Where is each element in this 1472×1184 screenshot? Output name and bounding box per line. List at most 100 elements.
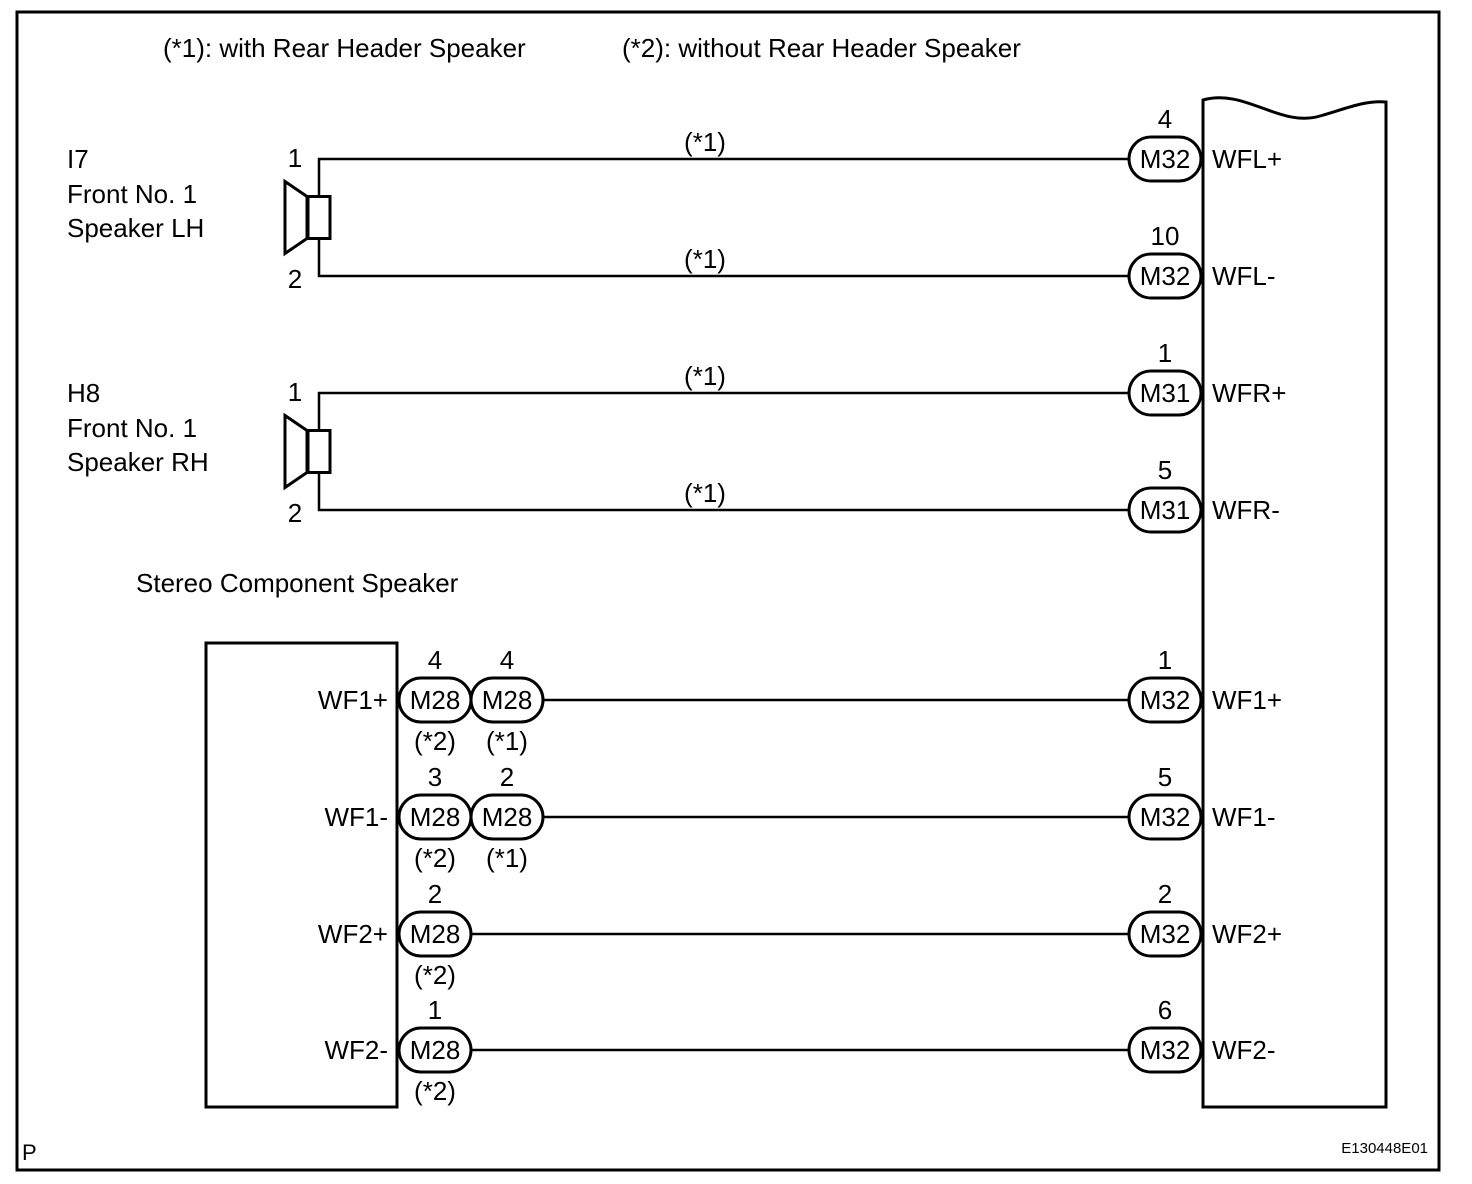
speaker-cone-icon [283,412,309,491]
connector-shape [469,676,545,724]
connector-shape [1127,676,1203,724]
figure-code: E130448E01 [1341,1140,1428,1157]
speaker-name-line2: Speaker LH [67,213,204,243]
speaker-wire [317,157,1129,197]
connector-pin-number: 1 [1158,338,1172,368]
connector-note: (*2) [414,960,456,990]
connector-pin-number: 1 [1158,645,1172,675]
speaker-pin-2: 2 [288,264,302,294]
connector-id: M32 [1140,685,1191,715]
connector-pin-number: 2 [428,879,442,909]
connector-shape [1127,1026,1203,1074]
connector-pin-number: 5 [1158,762,1172,792]
connector-note: (*2) [414,843,456,873]
connector-id: M28 [410,802,461,832]
connector-shape [1127,793,1203,841]
connector-pin-number: 4 [500,645,514,675]
speaker-cone-icon [283,178,309,257]
connector-note: (*1) [486,726,528,756]
connector-note: (*2) [414,1076,456,1106]
connector-pin-number: 10 [1151,221,1180,251]
stereo-terminal-label: WF2- [324,1035,388,1065]
connector-pin-number: 6 [1158,995,1172,1025]
stereo-terminal-label: WF2+ [318,919,388,949]
speaker-wire [317,472,1129,512]
connector-id: M28 [410,1035,461,1065]
connector-pin-number: 3 [428,762,442,792]
connector-id: M28 [410,919,461,949]
stereo-terminal-label: WF1+ [318,685,388,715]
signal-label: WFL+ [1212,144,1282,174]
wire-note: (*1) [684,478,726,508]
speaker-code: I7 [67,144,89,174]
connector-note: (*2) [414,726,456,756]
speaker-magnet-icon [306,429,332,474]
connector-id: M31 [1140,495,1191,525]
connector-id: M31 [1140,378,1191,408]
connector-shape [1127,910,1203,958]
speaker-pin-1: 1 [288,377,302,407]
connector-shape [1127,369,1203,417]
speaker-pin-1: 1 [288,143,302,173]
signal-label: WFR+ [1212,378,1286,408]
connector-pin-number: 4 [1158,104,1172,134]
connector-shape [469,793,545,841]
amplifier-unit-outline [1201,96,1388,1109]
connector-shape [1127,486,1203,534]
speaker-wire [317,238,1129,278]
connector-pin-number: 2 [1158,879,1172,909]
wire-note: (*1) [684,127,726,157]
legend-note-1: (*1): with Rear Header Speaker [163,33,526,63]
connector-pin-number: 5 [1158,455,1172,485]
speaker-name-line1: Front No. 1 [67,179,197,209]
connector-id: M32 [1140,144,1191,174]
connector-id: M32 [1140,802,1191,832]
speaker-name-line2: Speaker RH [67,447,209,477]
connector-shape [1127,252,1203,300]
stereo-terminal-label: WF1- [324,802,388,832]
diagram-frame [15,10,1441,1172]
signal-label: WFL- [1212,261,1276,291]
speaker-wire [317,391,1129,431]
signal-label: WFR- [1212,495,1280,525]
connector-id: M32 [1140,919,1191,949]
connector-id: M32 [1140,1035,1191,1065]
connector-pin-number: 1 [428,995,442,1025]
connector-id: M28 [482,685,533,715]
stereo-component-title: Stereo Component Speaker [136,568,459,598]
speaker-code: H8 [67,378,100,408]
connector-id: M28 [410,685,461,715]
speaker-pin-2: 2 [288,498,302,528]
connector-shape [1127,135,1203,183]
connector-note: (*1) [486,843,528,873]
page-mark: P [22,1140,37,1165]
connector-pin-number: 4 [428,645,442,675]
legend-note-2: (*2): without Rear Header Speaker [622,33,1021,63]
wire-note: (*1) [684,244,726,274]
connector-id: M28 [482,802,533,832]
signal-label: WF2- [1212,1035,1276,1065]
stereo-component-box [204,641,399,1109]
connector-shape [397,910,473,958]
connector-shape [397,1026,473,1074]
connector-id: M32 [1140,261,1191,291]
